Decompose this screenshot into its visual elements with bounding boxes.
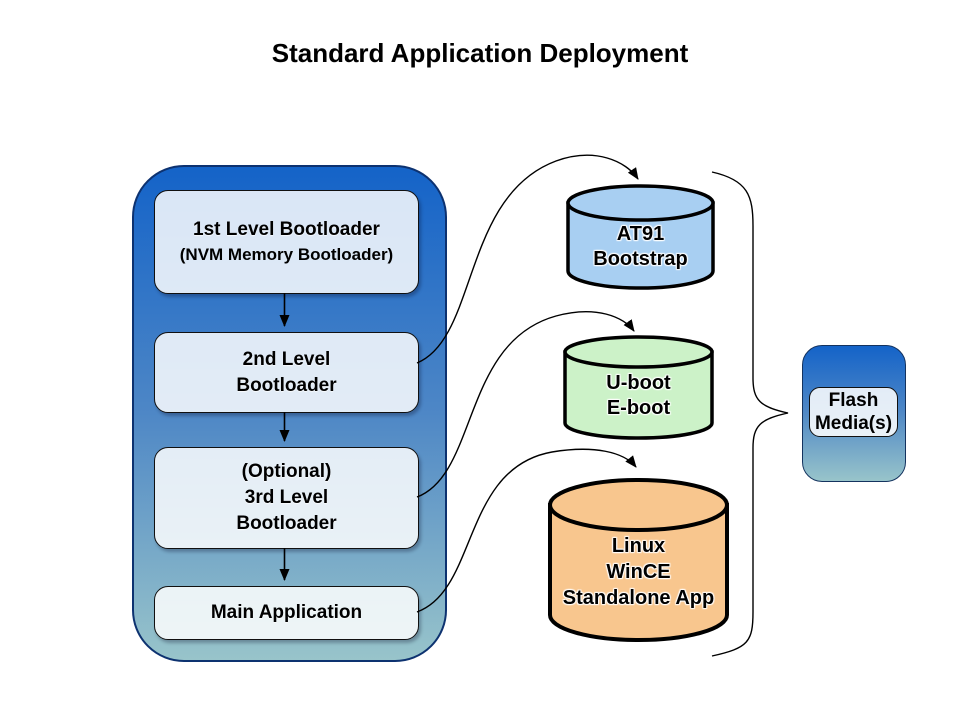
box-1st-level-subtitle: (NVM Memory Bootloader) (179, 245, 394, 264)
box-main-application: Main Application (154, 586, 419, 640)
cylinder-at91-label: AT91 Bootstrap (593, 223, 688, 270)
cylinder-at91-top (566, 184, 715, 222)
box-3rd-level-bootloader: (Optional) 3rd Level Bootloader (154, 447, 419, 549)
diagram-title: Standard Application Deployment (271, 38, 689, 68)
box-1st-level-bootloader: 1st Level Bootloader (NVM Memory Bootloa… (154, 190, 419, 294)
flash-media-box: Flash Media(s) (809, 387, 898, 437)
bootloader-stack-container: 1st Level Bootloader (NVM Memory Bootloa… (132, 165, 447, 662)
cylinder-uboot-label: U-boot E-boot (606, 372, 671, 419)
cylinder-os-label: Linux WinCE Standalone App (562, 535, 715, 609)
box-1st-level-title: 1st Level Bootloader (193, 219, 380, 240)
box-2nd-level-label: 2nd Level Bootloader (236, 348, 337, 396)
cylinder-uboot-top (563, 335, 714, 369)
box-main-application-label: Main Application (210, 602, 363, 623)
box-3rd-level-label: (Optional) 3rd Level Bootloader (236, 461, 337, 534)
box-2nd-level-bootloader: 2nd Level Bootloader (154, 332, 419, 413)
cylinder-os-top (548, 478, 729, 532)
flash-media-container: Flash Media(s) (802, 345, 906, 482)
